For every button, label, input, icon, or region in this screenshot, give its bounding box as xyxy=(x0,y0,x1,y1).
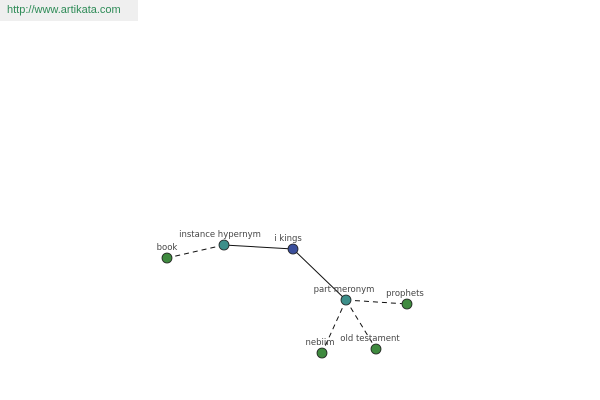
node-instance-hypernym[interactable] xyxy=(218,239,230,251)
node-prophets[interactable] xyxy=(401,298,413,310)
label-book[interactable]: book xyxy=(157,243,178,253)
label-part-meronym[interactable]: part meronym xyxy=(314,285,375,295)
label-i-kings[interactable]: i kings xyxy=(274,234,302,244)
label-instance-hypernym[interactable]: instance hypernym xyxy=(179,230,261,240)
node-book[interactable] xyxy=(161,252,173,264)
edge-instance-hypernym-to-book xyxy=(166,244,225,259)
label-old-testament[interactable]: old testament xyxy=(340,334,400,344)
label-prophets[interactable]: prophets xyxy=(386,289,424,299)
node-i-kings[interactable] xyxy=(287,243,299,255)
node-old-testament[interactable] xyxy=(370,343,382,355)
url-link[interactable]: http://www.artikata.com xyxy=(7,4,121,16)
edge-instance-hypernym-to-i-kings xyxy=(223,244,294,250)
node-part-meronym[interactable] xyxy=(340,294,352,306)
edge-part-meronym-to-prophets xyxy=(345,299,408,305)
label-nebiim[interactable]: nebiim xyxy=(305,338,334,348)
url-banner[interactable]: http://www.artikata.com xyxy=(0,0,138,21)
edge-part-meronym-to-old-testament xyxy=(345,299,377,350)
node-nebiim[interactable] xyxy=(316,347,328,359)
edge-i-kings-to-part-meronym xyxy=(292,248,347,301)
edge-part-meronym-to-nebiim xyxy=(321,299,347,354)
